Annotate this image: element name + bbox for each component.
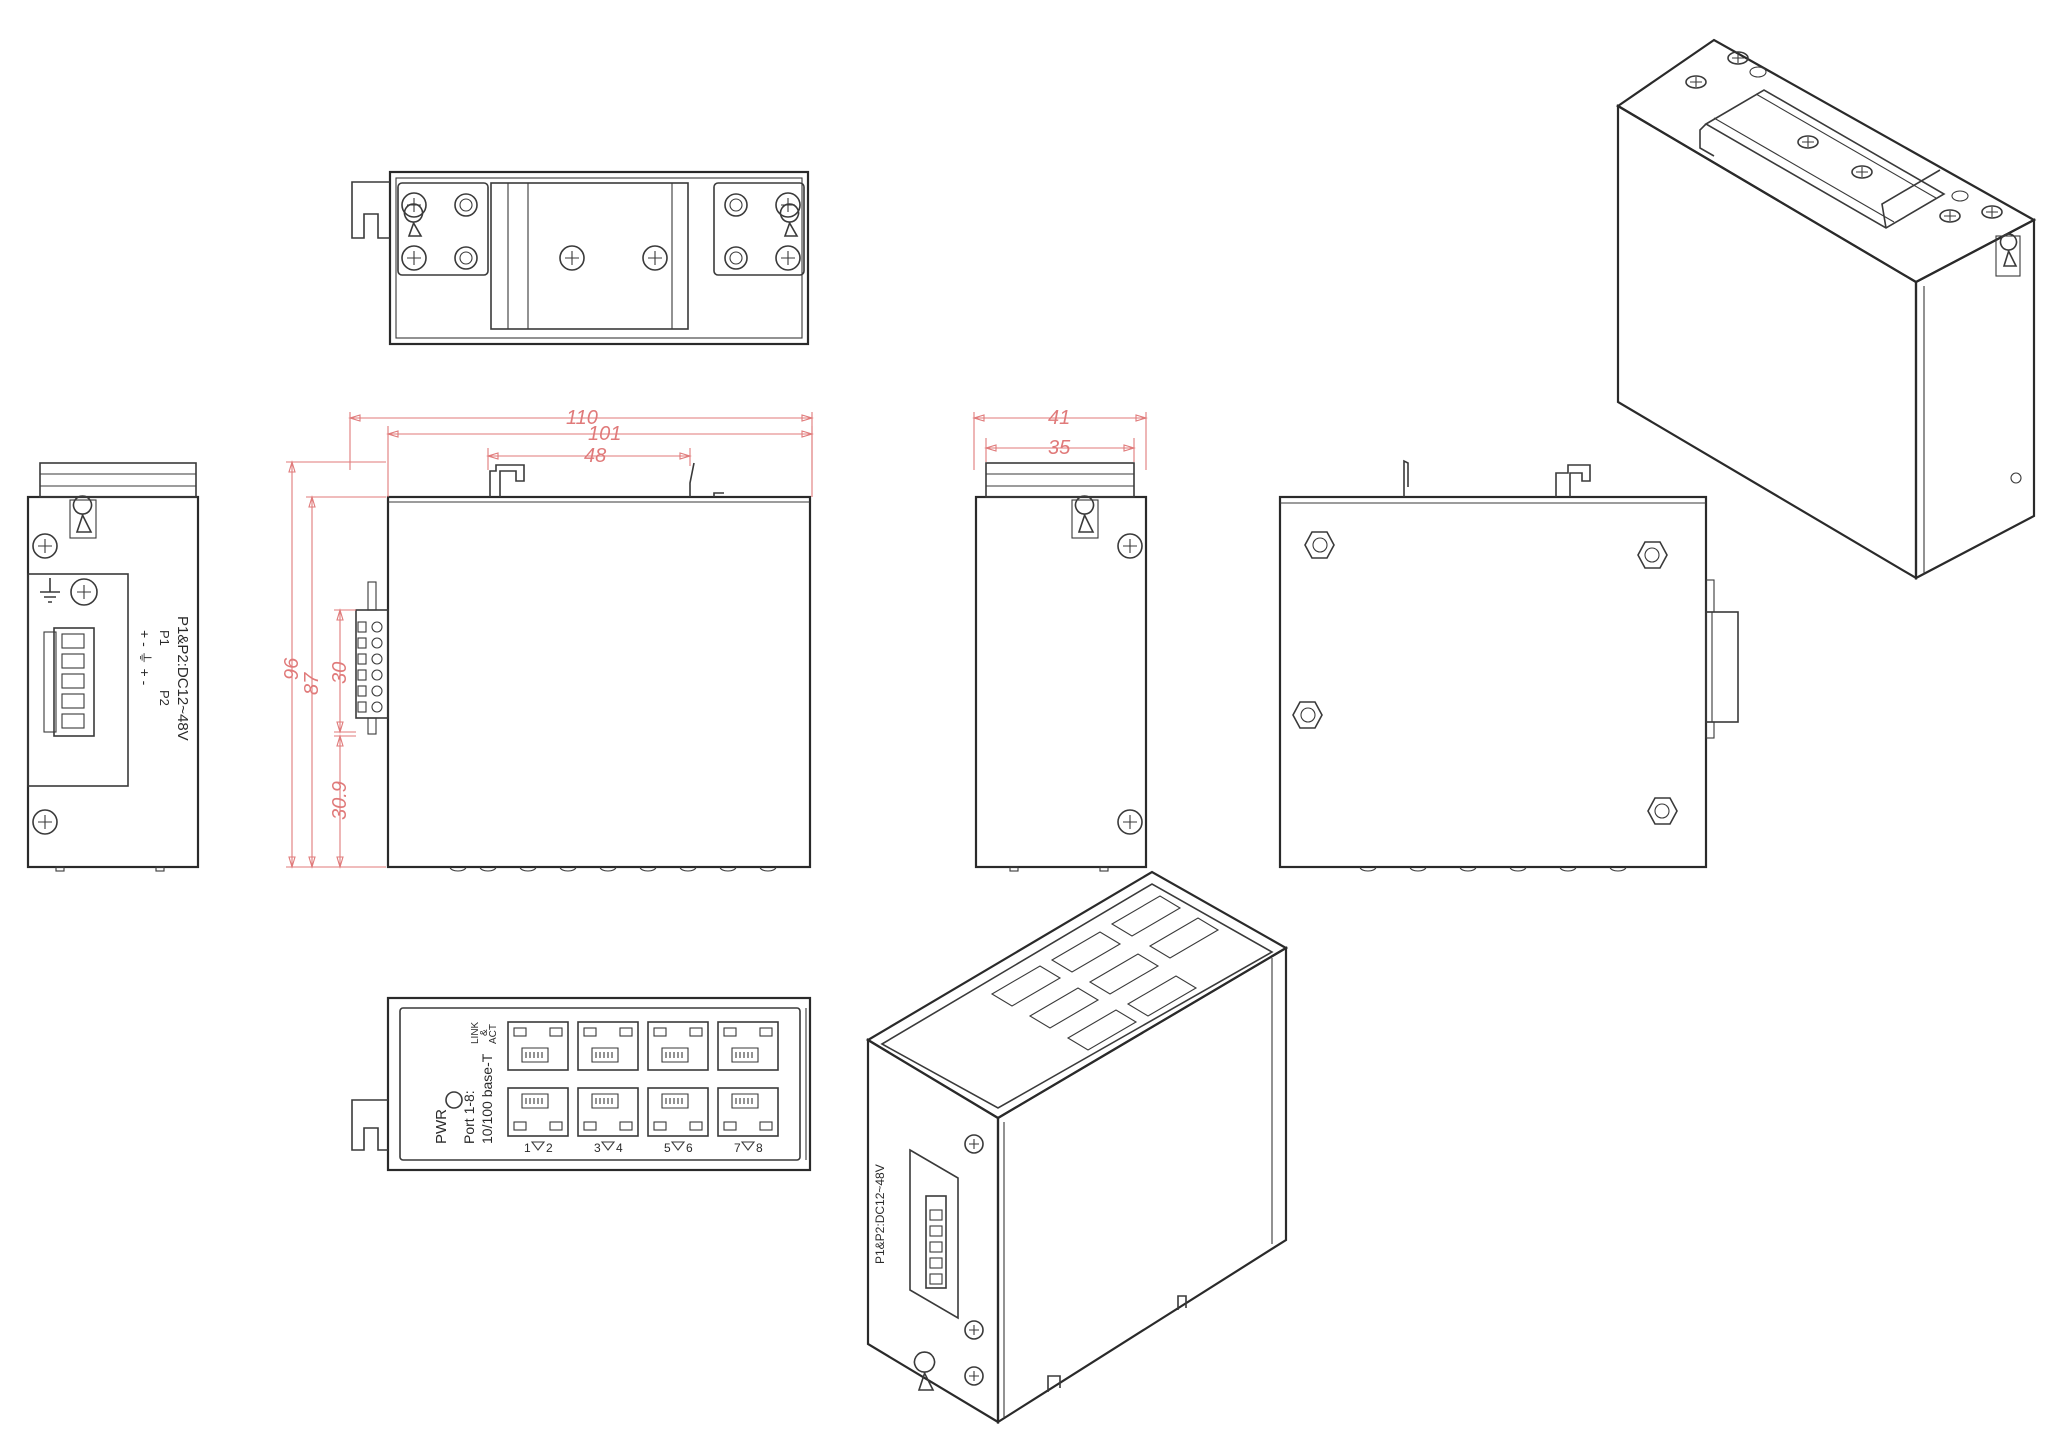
port-number-1: 1 [524, 1141, 531, 1155]
screw-icon [1939, 209, 1961, 223]
screw-icon [642, 245, 668, 271]
screw-icon [1685, 75, 1707, 89]
dimension-height-overall: 96 [281, 460, 386, 869]
power-pin-p1: P1 [157, 630, 172, 646]
led-label-link: LINK [470, 1021, 481, 1044]
rear-view-outline [1278, 495, 1708, 869]
dimension-terminal-offset: 30.9 [329, 734, 356, 869]
screw-icon [775, 245, 801, 271]
screw-icon [964, 1134, 984, 1154]
port-number-8: 8 [756, 1141, 763, 1155]
isometric-rear-view [1615, 38, 2037, 580]
port-label-line2: 10/100 base-T [479, 1053, 495, 1144]
dimension-width-body: 101 [386, 423, 814, 497]
screw-icon [1117, 809, 1143, 835]
rj45-port-3 [577, 1021, 639, 1071]
side-view-dimensioned: 110 101 48 96 87 [281, 407, 814, 872]
screw-icon [32, 809, 58, 835]
screw-icon [1117, 533, 1143, 559]
iso2-top-face [1615, 38, 2037, 284]
hex-bolt-icon [1292, 701, 1323, 729]
pwr-label: PWR [433, 1109, 450, 1144]
front-panel-outline [386, 996, 812, 1172]
screw-icon [559, 245, 585, 271]
dim-110: 110 [566, 407, 598, 429]
rj45-port-1 [507, 1021, 569, 1071]
left-side-view: P1&P2:DC12~48V P1 P2 + - ⏚ + - [26, 462, 200, 872]
ground-icon [40, 578, 60, 603]
dimension-depth-body: 35 [984, 437, 1136, 462]
hex-bolt-icon [1637, 541, 1668, 569]
port-label-line1: Port 1-8: [461, 1090, 477, 1144]
screw-icon [1727, 51, 1749, 65]
screw-icon [1981, 205, 2003, 219]
screw-icon [1851, 165, 1873, 179]
port-number-2: 2 [546, 1141, 553, 1155]
port-number-4: 4 [616, 1141, 623, 1155]
dim-41: 41 [1048, 407, 1070, 429]
dim-30: 30 [329, 662, 351, 684]
rj45-port-2 [507, 1087, 569, 1137]
isometric-front-view: P1&P2:DC12~48V [865, 870, 1289, 1424]
dimension-rail-clip: 48 [486, 445, 692, 470]
dimension-height-body: 87 [301, 495, 386, 869]
dim-96: 96 [281, 657, 303, 680]
rear-view [1278, 459, 1739, 872]
port-number-3: 3 [594, 1141, 601, 1155]
screw-icon [964, 1366, 984, 1386]
hex-bolt-icon [1304, 531, 1335, 559]
screw-icon [32, 533, 58, 559]
top-view [351, 170, 810, 346]
rj45-port-4 [577, 1087, 639, 1137]
dim-30-9: 30.9 [329, 781, 351, 820]
terminal-block [53, 627, 95, 737]
hex-bolt-icon [1647, 797, 1678, 825]
iso-terminal-block [925, 1195, 947, 1289]
power-label: P1&P2:DC12~48V [174, 616, 191, 741]
rj45-port-5 [647, 1021, 709, 1071]
led-label-amp: & [479, 1029, 490, 1036]
dim-101: 101 [588, 423, 621, 445]
screw-icon [775, 192, 801, 218]
pwr-led [445, 1091, 463, 1109]
dim-48: 48 [584, 445, 606, 467]
din-rail [490, 182, 689, 330]
iso-right-face [996, 946, 1288, 1424]
iso-power-label: P1&P2:DC12~48V [873, 1164, 887, 1264]
iso-top-face [865, 870, 1289, 1120]
iso2-din-rail [1704, 89, 1946, 229]
top-view-outline [388, 170, 810, 346]
dimension-terminal: 30 [329, 608, 356, 734]
screw-icon [964, 1320, 984, 1340]
front-port-view: PWR Port 1-8: 10/100 base-T LINK & ACT [351, 996, 812, 1172]
screw-icon [1797, 135, 1819, 149]
port-number-6: 6 [686, 1141, 693, 1155]
dimension-width-overall: 110 [348, 407, 814, 470]
power-pin-p2: P2 [157, 690, 172, 706]
dim-35: 35 [1048, 437, 1071, 459]
iso2-left-face [1616, 104, 1918, 580]
iso2-right-face [1914, 218, 2036, 580]
rj45-port-7 [717, 1021, 779, 1071]
side-view-outline [386, 495, 812, 869]
port-number-7: 7 [734, 1141, 741, 1155]
dim-87: 87 [301, 672, 323, 695]
dimension-depth-overall: 41 [972, 407, 1148, 470]
port-number-5: 5 [664, 1141, 671, 1155]
right-side-view: 41 35 [972, 407, 1148, 872]
screw-icon [401, 245, 427, 271]
led-label-act: ACT [488, 1024, 499, 1044]
power-polarity: + - ⏚ + - [137, 630, 153, 686]
rj45-port-8 [717, 1087, 779, 1137]
rj45-port-6 [647, 1087, 709, 1137]
screw-icon [70, 578, 98, 606]
